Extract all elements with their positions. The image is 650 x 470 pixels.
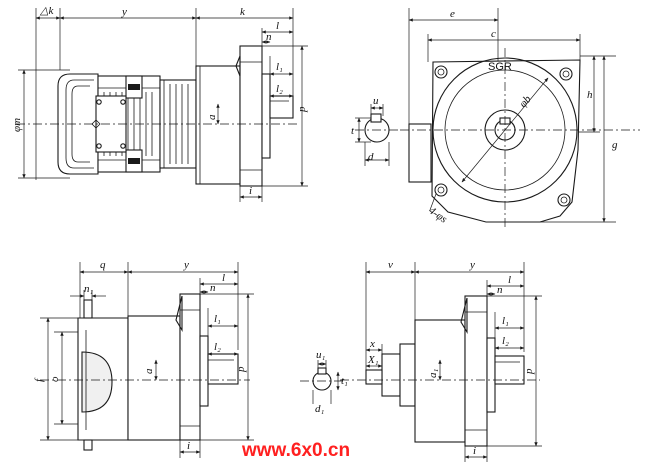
label-d: d bbox=[368, 151, 374, 163]
label-o: o bbox=[49, 376, 61, 382]
view-side-bottom-right: v y l n l₁ l₂ p x X₁ u₁ t₁ d₁ a₁ i bbox=[300, 259, 542, 462]
label-l1: l₁ bbox=[276, 61, 283, 73]
view-front: e c SGR h g φb u t d 4-φs bbox=[351, 8, 640, 228]
label-t1: t₁ bbox=[341, 375, 348, 387]
label-y: y bbox=[183, 259, 189, 271]
label-l: l bbox=[222, 272, 225, 284]
label-v: v bbox=[388, 259, 393, 271]
label-y: y bbox=[121, 6, 127, 18]
watermark-url: www.6x0.cn bbox=[241, 440, 350, 461]
label-u: u bbox=[373, 95, 379, 107]
label-g: g bbox=[612, 139, 618, 151]
label-n: n bbox=[266, 31, 272, 43]
label-y: y bbox=[469, 259, 475, 271]
brand-sgr-label: SGR bbox=[488, 61, 512, 73]
label-n1: n₁ bbox=[84, 283, 94, 295]
label-n: n bbox=[497, 284, 503, 296]
label-delta-k: △k bbox=[39, 5, 54, 17]
label-phi-m: φm bbox=[11, 118, 23, 132]
label-i: i bbox=[249, 185, 252, 197]
label-n: n bbox=[210, 282, 216, 294]
label-p: p bbox=[235, 366, 247, 373]
label-a: a bbox=[206, 114, 218, 120]
label-p: p bbox=[296, 106, 308, 113]
label-l1: l₁ bbox=[502, 315, 509, 327]
label-x1: X₁ bbox=[367, 354, 379, 366]
label-l2: l₂ bbox=[502, 335, 509, 347]
label-l2: l₂ bbox=[276, 83, 283, 95]
label-t: t bbox=[351, 125, 355, 137]
label-c: c bbox=[491, 28, 496, 40]
label-l2: l₂ bbox=[214, 341, 221, 353]
label-a1: a₁ bbox=[427, 369, 439, 379]
label-f: f bbox=[33, 377, 45, 382]
label-l: l bbox=[508, 274, 511, 286]
label-e: e bbox=[450, 8, 455, 20]
view-side-with-motor: △k y k l n l₁ l₂ p a i φm bbox=[11, 5, 308, 202]
label-h: h bbox=[587, 89, 593, 101]
label-x: x bbox=[369, 338, 375, 350]
label-l1: l₁ bbox=[214, 313, 221, 325]
label-u1: u₁ bbox=[316, 349, 326, 361]
label-d1: d₁ bbox=[315, 403, 325, 415]
label-a: a bbox=[143, 368, 155, 374]
label-p: p bbox=[523, 368, 535, 375]
label-i: i bbox=[187, 440, 190, 452]
label-i: i bbox=[473, 445, 476, 457]
view-side-bottom-left: q y l n n₁ l₁ l₂ p f o a i bbox=[33, 259, 254, 458]
label-l: l bbox=[276, 20, 279, 32]
label-k: k bbox=[240, 6, 246, 18]
label-q: q bbox=[100, 259, 106, 271]
